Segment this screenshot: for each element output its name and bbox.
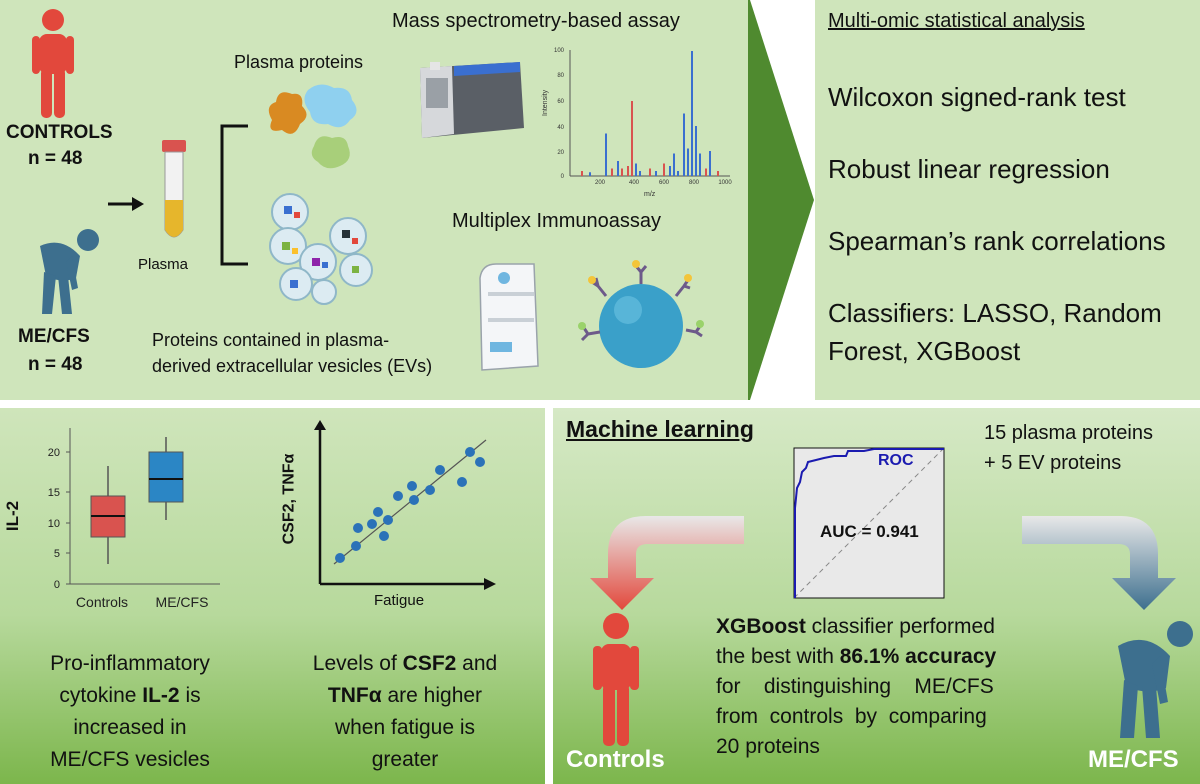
boxplot-ylabel: IL-2 [3, 500, 23, 532]
bracket [220, 124, 248, 266]
plasma-tube-icon [162, 140, 186, 238]
plasma-label: Plasma [138, 256, 189, 273]
il2-caption: Pro-inflammatory cytokine IL-2 is increa… [20, 648, 240, 776]
vesicles-icon [269, 193, 373, 305]
ml-features-line1: 15 plasma proteins [984, 422, 1153, 444]
tired-person-icon [40, 229, 99, 314]
csf2-scatter [314, 420, 496, 590]
bead-antibody-icon [578, 260, 704, 368]
boxplot-ytick: 0 [54, 579, 60, 591]
mecfs-curve-arrow-icon [1022, 516, 1176, 610]
scatter-xlabel: Fatigue [374, 592, 425, 609]
flow-arrow-icon [748, 0, 814, 400]
analysis-item-classifiers-2: Forest, XGBoost [828, 336, 1021, 366]
plasma-proteins-label: Plasma proteins [234, 52, 364, 72]
tnf-caption-text: are higher [381, 684, 483, 707]
ml-desc-line: for distinguishing ME/CFS [716, 675, 994, 698]
protein-blobs-icon [268, 84, 357, 169]
boxplot-xtick: Controls [76, 594, 128, 610]
spectrum-ylabel: Intensity [542, 89, 549, 116]
ml-desc-bold: XGBoost [716, 615, 806, 638]
controls-count: n = 48 [28, 148, 83, 169]
ml-features-line2: + 5 EV proteins [984, 452, 1122, 474]
ml-desc-line: from controls by comparing [716, 705, 987, 728]
mass-spec-title: Mass spectrometry-based assay [392, 10, 680, 32]
mecfs-group-label: ME/CFS [18, 326, 90, 347]
il2-caption-text: cytokine [59, 684, 143, 707]
tnf-caption-bold: CSF2 [402, 652, 457, 675]
controls-group-label: CONTROLS [6, 122, 113, 143]
il2-caption-bold: IL-2 [142, 684, 180, 707]
boxplot-ytick: 10 [48, 518, 60, 530]
ml-desc-bold: 86.1% accuracy [839, 645, 997, 668]
boxplot-ytick: 15 [48, 487, 60, 499]
il2-caption-line: increased in [73, 716, 187, 739]
spectrum-ytick: 20 [557, 150, 564, 156]
roc-curve [793, 447, 945, 599]
spectrum-xtick: 600 [659, 180, 670, 186]
spectrum-xtick: 400 [629, 180, 640, 186]
analysis-item-spearman: Spearman’s rank correlations [828, 226, 1166, 256]
analysis-item-regression: Robust linear regression [828, 154, 1110, 184]
il2-boxplot: 0 5 10 15 20 Controls ME/CFS [48, 428, 220, 610]
ml-desc-text: the best with [716, 645, 840, 668]
ev-label-line2: derived extracellular vesicles (EVs) [152, 356, 433, 376]
spectrum-xtick: 1000 [718, 180, 732, 186]
control-person-icon [593, 613, 639, 746]
ml-desc-text: classifier performed [805, 615, 995, 638]
ml-title: Machine learning [566, 416, 754, 442]
tnf-caption-text: Levels of [312, 652, 403, 675]
spectrum-ytick: 100 [554, 48, 565, 54]
tnf-caption-line: when fatigue is [334, 716, 476, 739]
control-person-icon [32, 9, 74, 118]
tnf-caption-text: and [456, 652, 498, 675]
ml-mecfs-label: ME/CFS [1088, 746, 1179, 773]
analysis-item-wilcoxon: Wilcoxon signed-rank test [828, 82, 1126, 112]
scatter-ylabel: CSF2, TNFα [280, 453, 298, 545]
controls-curve-arrow-icon [590, 516, 744, 610]
results-panel [0, 408, 545, 784]
roc-label: ROC [878, 452, 914, 469]
tired-person-icon [1118, 621, 1193, 738]
spectrum-xtick: 200 [595, 180, 606, 186]
boxplot-xtick: ME/CFS [156, 594, 209, 610]
mecfs-box [148, 451, 184, 503]
il2-caption-text: is [179, 684, 201, 707]
analysis-panel [815, 0, 1200, 400]
spectrum-xtick: 800 [689, 180, 700, 186]
tnf-caption-line: greater [371, 748, 439, 771]
il2-caption-line: ME/CFS vesicles [50, 748, 210, 771]
boxplot-ytick: 5 [54, 548, 60, 560]
spectrum-ytick: 40 [557, 125, 564, 131]
ml-desc-line: 20 proteins [716, 735, 820, 758]
multiplex-title: Multiplex Immunoassay [452, 210, 661, 232]
il2-caption-line: Pro-inflammatory [50, 652, 210, 675]
spectrum-ytick: 0 [561, 174, 565, 180]
mecfs-count: n = 48 [28, 354, 83, 375]
spectrum-xlabel: m/z [644, 191, 656, 198]
ev-label-line1: Proteins contained in plasma- [152, 330, 390, 350]
right-arrow-icon [108, 197, 144, 211]
analysis-title: Multi-omic statistical analysis [828, 10, 1085, 32]
mass-spectrometer-icon [420, 62, 524, 138]
multiplex-instrument-icon [479, 263, 539, 371]
mass-spectrum: Intensity m/z 0 20 40 60 80 100 200 400 … [542, 48, 732, 198]
tnf-caption-bold: TNFα [327, 684, 382, 707]
boxplot-ytick: 20 [48, 447, 60, 459]
tnf-caption: Levels of CSF2 and TNFα are higher when … [290, 648, 520, 776]
spectrum-ytick: 80 [557, 73, 564, 79]
spectrum-ytick: 60 [557, 99, 564, 105]
analysis-item-classifiers: Classifiers: LASSO, Random [828, 298, 1162, 328]
auc-label: AUC = 0.941 [820, 522, 919, 541]
ml-controls-label: Controls [566, 746, 665, 773]
ml-description: XGBoost classifier performed the best wi… [716, 612, 1038, 762]
